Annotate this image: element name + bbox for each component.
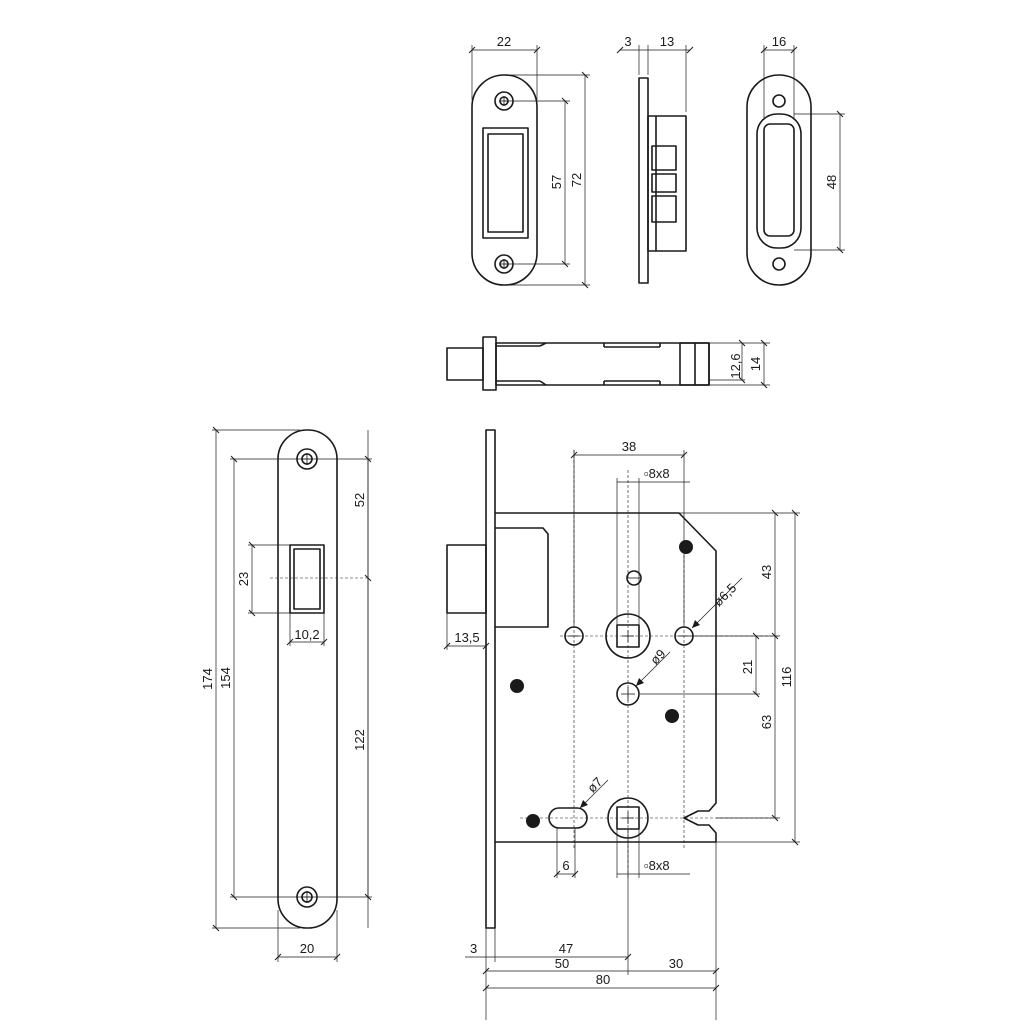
vertical-63-label: 63: [759, 715, 774, 729]
strike-opening-inner: [487, 133, 524, 233]
strike-box-hole-bottom: [772, 257, 786, 271]
latch-opening-outer: [289, 544, 325, 614]
fixing-hole-left: [564, 626, 584, 646]
body-height-label: 116: [779, 667, 794, 688]
faceplate-length-label: 174: [200, 668, 215, 690]
faceplate-outline: [277, 429, 338, 929]
slot-hole: [548, 807, 588, 829]
strike-box-pocket: [763, 123, 795, 237]
strike-side-plate: [638, 77, 649, 284]
latch-opening-inner: [293, 548, 321, 610]
body-depth-label: 80: [596, 972, 610, 987]
top-faceplate: [482, 336, 497, 391]
strike-plate-width-label: 22: [497, 34, 511, 49]
backset-50-label: 50: [555, 956, 569, 971]
strike-hole-spacing-label: 57: [549, 175, 564, 189]
latch-width-label: 10,2: [294, 627, 319, 642]
rear-30-label: 30: [669, 956, 683, 971]
center-hole: [616, 682, 640, 706]
bolt-height-label: 12,6: [728, 353, 743, 378]
slot-hole-label: ø7: [584, 774, 605, 795]
rivet: [510, 679, 524, 693]
strike-box-hole-top: [772, 94, 786, 108]
center-hole-label: ø9: [647, 646, 668, 667]
strike-opening-outer: [482, 127, 529, 239]
lock-body-side-view: 38 ▫8x8 ø6,5 ø9 ø7 6 ▫8x8 43: [443, 429, 800, 1020]
vertical-21-label: 21: [740, 660, 755, 674]
strike-box-outline: [746, 74, 812, 286]
body-faceplate: [485, 429, 496, 929]
rivet: [679, 540, 693, 554]
lock-top-view: 12,6 14: [446, 336, 770, 391]
strike-plate-height-label: 72: [569, 173, 584, 187]
latch-height-label: 23: [236, 572, 251, 586]
rivet: [665, 709, 679, 723]
latch-projection-label: 13,5: [454, 630, 479, 645]
upper-square-label: ▫8x8: [644, 466, 670, 481]
small-hole-upper: [626, 570, 642, 586]
strike-plate-thickness-label: 3: [624, 34, 631, 49]
upper-to-latch-label: 52: [352, 493, 367, 507]
strike-side-box: [647, 115, 687, 252]
center-hole-leader: [635, 651, 671, 687]
rivet: [526, 814, 540, 828]
latch-to-lower-label: 122: [352, 729, 367, 751]
strike-box-depth-label: 13: [660, 34, 674, 49]
backset-47-label: 47: [559, 941, 573, 956]
handle-spindle-square: [605, 613, 651, 659]
lock-case-outline: [495, 512, 717, 843]
strike-plate-front-view: 22 57 72: [468, 34, 590, 289]
latch-bolt: [446, 544, 487, 614]
fixing-hole-leader: [691, 577, 743, 629]
strike-box-width-label: 16: [772, 34, 786, 49]
top-lock-body: [495, 342, 710, 386]
faceplate-thickness-label: 3: [470, 941, 477, 956]
to-top-edge-label: 43: [759, 565, 774, 579]
faceplate-front-view: 174 154 23 10,2 52 122 20: [200, 426, 372, 962]
lower-square-label: ▫8x8: [644, 858, 670, 873]
slot-offset-label: 6: [562, 858, 569, 873]
faceplate-hole-spacing-label: 154: [218, 667, 233, 689]
top-latch-bolt: [446, 347, 484, 381]
body-thickness-label: 14: [748, 357, 763, 371]
strike-box-height-label: 48: [824, 175, 839, 189]
handle-spacing-label: 38: [622, 439, 636, 454]
latch-housing: [495, 527, 549, 628]
strike-plate-side-view: 3 13: [616, 34, 694, 284]
faceplate-width-label: 20: [300, 941, 314, 956]
strike-box-front-view: 16 48: [746, 34, 845, 286]
strike-box-rim: [756, 113, 802, 249]
